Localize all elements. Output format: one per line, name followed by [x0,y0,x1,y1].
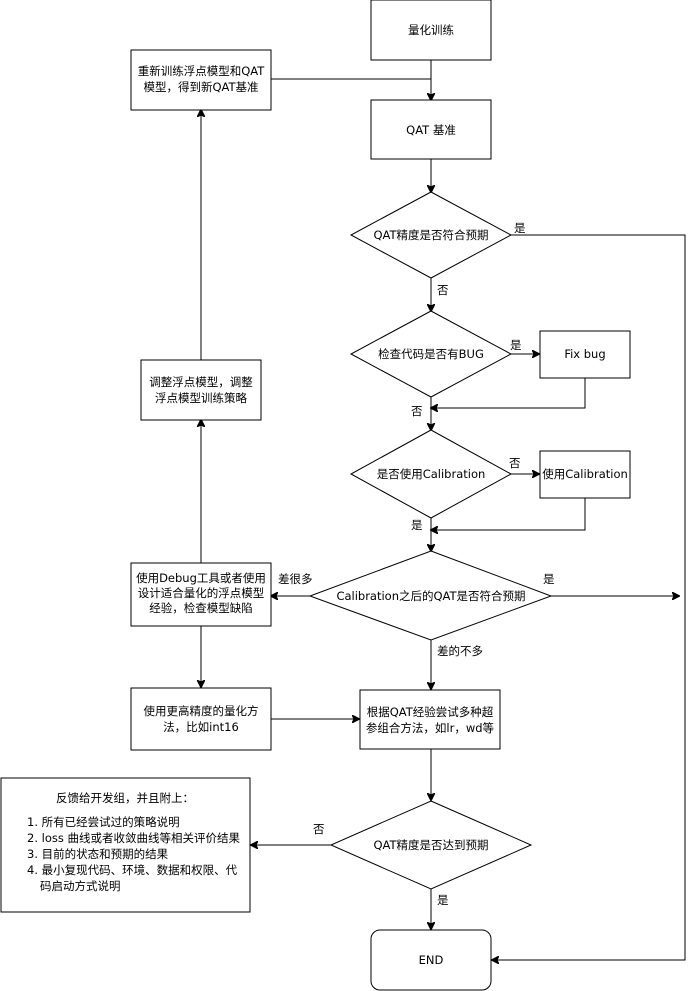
edges [201,60,686,960]
label-diff-large: 差很多 [278,572,313,586]
label-calib-yes: 是 [411,518,423,532]
node-hyperparam: 根据QAT经验尝试多种超 参组合方法，如lr，wd等 [359,689,501,750]
node-adjust-float: 调整浮点模型，调整 浮点模型训练策略 [140,359,262,421]
edge-labels: 是 否 是 否 否 是 差很多 是 差的不多 否 是 [278,221,555,907]
svg-text:2. loss 曲线或者收敛曲线等相关评价结果: 2. loss 曲线或者收敛曲线等相关评价结果 [27,831,240,845]
svg-text:Fix bug: Fix bug [564,347,605,361]
edge-usecalib-to-merge2 [431,498,586,530]
svg-text:使用Calibration: 使用Calibration [542,467,628,481]
svg-text:使用Debug工具或者使用: 使用Debug工具或者使用 [136,571,266,585]
edge-qatmeets-yes-to-end [492,234,686,960]
node-end: END [370,929,492,991]
label-reach-no: 否 [313,822,325,836]
svg-text:QAT精度是否达到预期: QAT精度是否达到预期 [373,838,488,852]
svg-text:使用更高精度的量化方: 使用更高精度的量化方 [144,704,259,718]
node-check-bug-decision: 检查代码是否有BUG [349,310,513,398]
svg-text:END: END [419,953,444,967]
svg-text:根据QAT经验尝试多种超: 根据QAT经验尝试多种超 [367,705,494,719]
label-bug-no: 否 [411,404,423,418]
svg-text:经验，检查模型缺陷: 经验，检查模型缺陷 [149,601,253,615]
node-calib-meets-decision: Calibration之后的QAT是否符合预期 [308,550,553,641]
svg-text:Calibration之后的QAT是否符合预期: Calibration之后的QAT是否符合预期 [336,589,525,603]
svg-text:1. 所有已经尝试过的策略说明: 1. 所有已经尝试过的策略说明 [27,815,180,829]
svg-text:参组合方法，如lr，wd等: 参组合方法，如lr，wd等 [366,721,494,735]
node-higher-precision: 使用更高精度的量化方 法，比如int16 [130,687,272,751]
node-use-calibration: 使用Calibration [539,450,631,499]
svg-text:4. 最小复现代码、环境、数据和权限、代: 4. 最小复现代码、环境、数据和权限、代 [27,863,238,877]
svg-text:调整浮点模型，调整: 调整浮点模型，调整 [149,375,253,389]
svg-text:模型，得到新QAT基准: 模型，得到新QAT基准 [143,80,258,94]
node-debug-tool: 使用Debug工具或者使用 设计适合量化的浮点模型 经验，检查模型缺陷 [130,562,272,627]
svg-text:QAT精度是否符合预期: QAT精度是否符合预期 [373,228,488,242]
node-qat-meets-decision: QAT精度是否符合预期 [349,191,513,279]
svg-text:浮点模型训练策略: 浮点模型训练策略 [155,391,247,405]
node-qat-reaches-decision: QAT精度是否达到预期 [329,800,533,890]
label-bug-yes: 是 [510,338,522,352]
node-fix-bug: Fix bug [539,330,631,379]
svg-text:3. 目前的状态和预期的结果: 3. 目前的状态和预期的结果 [27,847,169,861]
node-qat-baseline: QAT 基准 [370,99,492,160]
svg-text:检查代码是否有BUG: 检查代码是否有BUG [378,347,484,361]
label-calib-meets-yes: 是 [543,572,555,586]
node-quant-train: 量化训练 [370,0,492,61]
node-use-calibration-decision: 是否使用Calibration [349,429,513,519]
label-reach-yes: 是 [437,893,449,907]
label-qat-yes: 是 [514,221,526,235]
svg-text:QAT 基准: QAT 基准 [406,123,456,137]
svg-text:反馈给开发组，并且附上：: 反馈给开发组，并且附上： [56,791,194,805]
label-qat-no: 否 [437,283,449,297]
svg-text:重新训练浮点模型和QAT: 重新训练浮点模型和QAT [138,64,266,78]
node-feedback: 反馈给开发组，并且附上： 1. 所有已经尝试过的策略说明 2. loss 曲线或… [0,777,251,913]
label-diff-small: 差的不多 [437,644,483,658]
svg-text:码启动方式说明: 码启动方式说明 [40,879,121,893]
edge-fixbug-to-merge1 [431,378,586,408]
svg-text:是否使用Calibration: 是否使用Calibration [377,467,486,481]
svg-text:法，比如int16: 法，比如int16 [163,720,239,734]
label-calib-no: 否 [509,456,521,470]
svg-text:量化训练: 量化训练 [408,23,454,37]
node-retrain: 重新训练浮点模型和QAT 模型，得到新QAT基准 [130,49,272,111]
svg-text:设计适合量化的浮点模型: 设计适合量化的浮点模型 [138,586,265,600]
